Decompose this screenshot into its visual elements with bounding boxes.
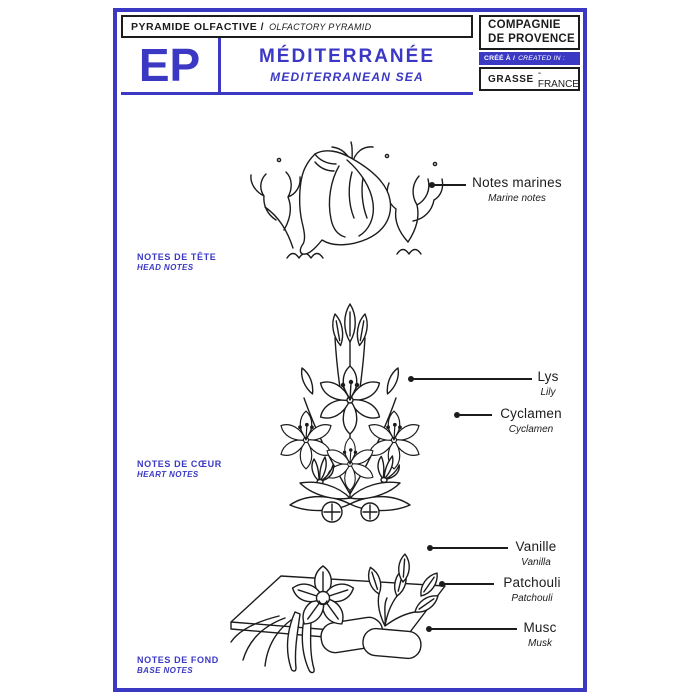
- note-en: Musk: [528, 638, 552, 649]
- created-in-en: CREATED IN :: [518, 55, 565, 62]
- conch-shell-drawing: [298, 150, 392, 255]
- product-code: EP: [121, 38, 221, 92]
- coral-right-drawing: [386, 175, 444, 255]
- note-fr: Notes marines: [472, 175, 562, 190]
- note-connector-line: [429, 182, 466, 187]
- patchouli-leaves-drawing: [364, 553, 443, 627]
- note-label-cyclamen: Cyclamen Cyclamen: [481, 406, 581, 435]
- musk-stones-drawing: [320, 616, 422, 660]
- level-fr: NOTES DE TÊTE: [137, 252, 217, 262]
- level-en: HEART NOTES: [137, 470, 199, 479]
- note-en: Patchouli: [511, 593, 553, 604]
- seashell-coral-illustration: [250, 141, 444, 259]
- brand-line-1: COMPAGNIE: [488, 18, 561, 31]
- base-notes-level-label: NOTES DE FOND BASE NOTES: [137, 655, 267, 675]
- place-country: - FRANCE: [537, 68, 579, 90]
- note-label-musc: Musc Musk: [500, 620, 580, 649]
- pyramid-title-fr: PYRAMIDE OLFACTIVE /: [131, 20, 265, 33]
- level-en: HEAD NOTES: [137, 263, 194, 272]
- lily-cyclamen-illustration: [250, 303, 450, 523]
- level-fr: NOTES DE FOND: [137, 655, 219, 665]
- pyramid-sheet: PYRAMIDE OLFACTIVE / OLFACTORY PYRAMID C…: [113, 8, 587, 692]
- place-city: GRASSE: [488, 73, 534, 85]
- note-connector-line: [408, 376, 532, 381]
- product-name-fr: MÉDITERRANÉE: [258, 46, 435, 67]
- note-en: Marine notes: [488, 193, 546, 204]
- note-label-notes-marines: Notes marines Marine notes: [457, 175, 577, 204]
- level-fr: NOTES DE CŒUR: [137, 459, 222, 469]
- pyramid-title-en: OLFACTORY PYRAMID: [269, 21, 372, 32]
- brand-line-2: DE PROVENCE: [488, 32, 576, 45]
- lily-buds-drawing: [300, 303, 400, 395]
- olfactory-pyramid-header: PYRAMIDE OLFACTIVE / OLFACTORY PYRAMID: [121, 15, 473, 38]
- vanilla-patchouli-musk-illustration: [230, 553, 446, 674]
- note-connector-line: [427, 545, 508, 550]
- note-fr: Cyclamen: [500, 406, 562, 421]
- vanilla-pods-drawing: [286, 611, 315, 674]
- note-fr: Musc: [523, 620, 557, 635]
- leaves-drawing: [289, 481, 411, 523]
- heart-notes-level-label: NOTES DE CŒUR HEART NOTES: [137, 459, 267, 479]
- note-fr: Lys: [537, 369, 559, 384]
- vanilla-orchid-drawing: [289, 565, 357, 630]
- note-label-vanille: Vanille Vanilla: [486, 539, 586, 568]
- note-label-patchouli: Patchouli Patchouli: [482, 575, 582, 604]
- created-in-label: CRÉÉ À / CREATED IN :: [479, 52, 580, 65]
- product-title: MÉDITERRANÉE MEDITERRANEAN SEA: [221, 38, 473, 92]
- note-label-lys: Lys Lily: [508, 369, 588, 398]
- brand-logo: COMPAGNIE DE PROVENCE: [479, 15, 580, 50]
- note-fr: Vanille: [515, 539, 557, 554]
- note-en: Vanilla: [521, 557, 551, 568]
- coral-left-drawing: [250, 171, 324, 259]
- note-connector-line: [439, 581, 494, 586]
- bubbles-drawing: [276, 153, 438, 167]
- created-in-value: GRASSE - FRANCE: [479, 67, 580, 91]
- product-name-en: MEDITERRANEAN SEA: [270, 70, 424, 84]
- note-connector-line: [426, 626, 517, 631]
- vanilla-vines-drawing: [230, 615, 292, 667]
- level-en: BASE NOTES: [137, 666, 194, 675]
- note-en: Cyclamen: [508, 424, 554, 435]
- note-fr: Patchouli: [503, 575, 561, 590]
- product-title-row: EP MÉDITERRANÉE MEDITERRANEAN SEA: [121, 38, 473, 95]
- head-notes-level-label: NOTES DE TÊTE HEAD NOTES: [137, 252, 267, 272]
- created-in-fr: CRÉÉ À /: [484, 55, 516, 62]
- note-connector-line: [454, 412, 492, 417]
- note-en: Lily: [540, 387, 556, 398]
- lily-flowers-drawing: [278, 366, 422, 491]
